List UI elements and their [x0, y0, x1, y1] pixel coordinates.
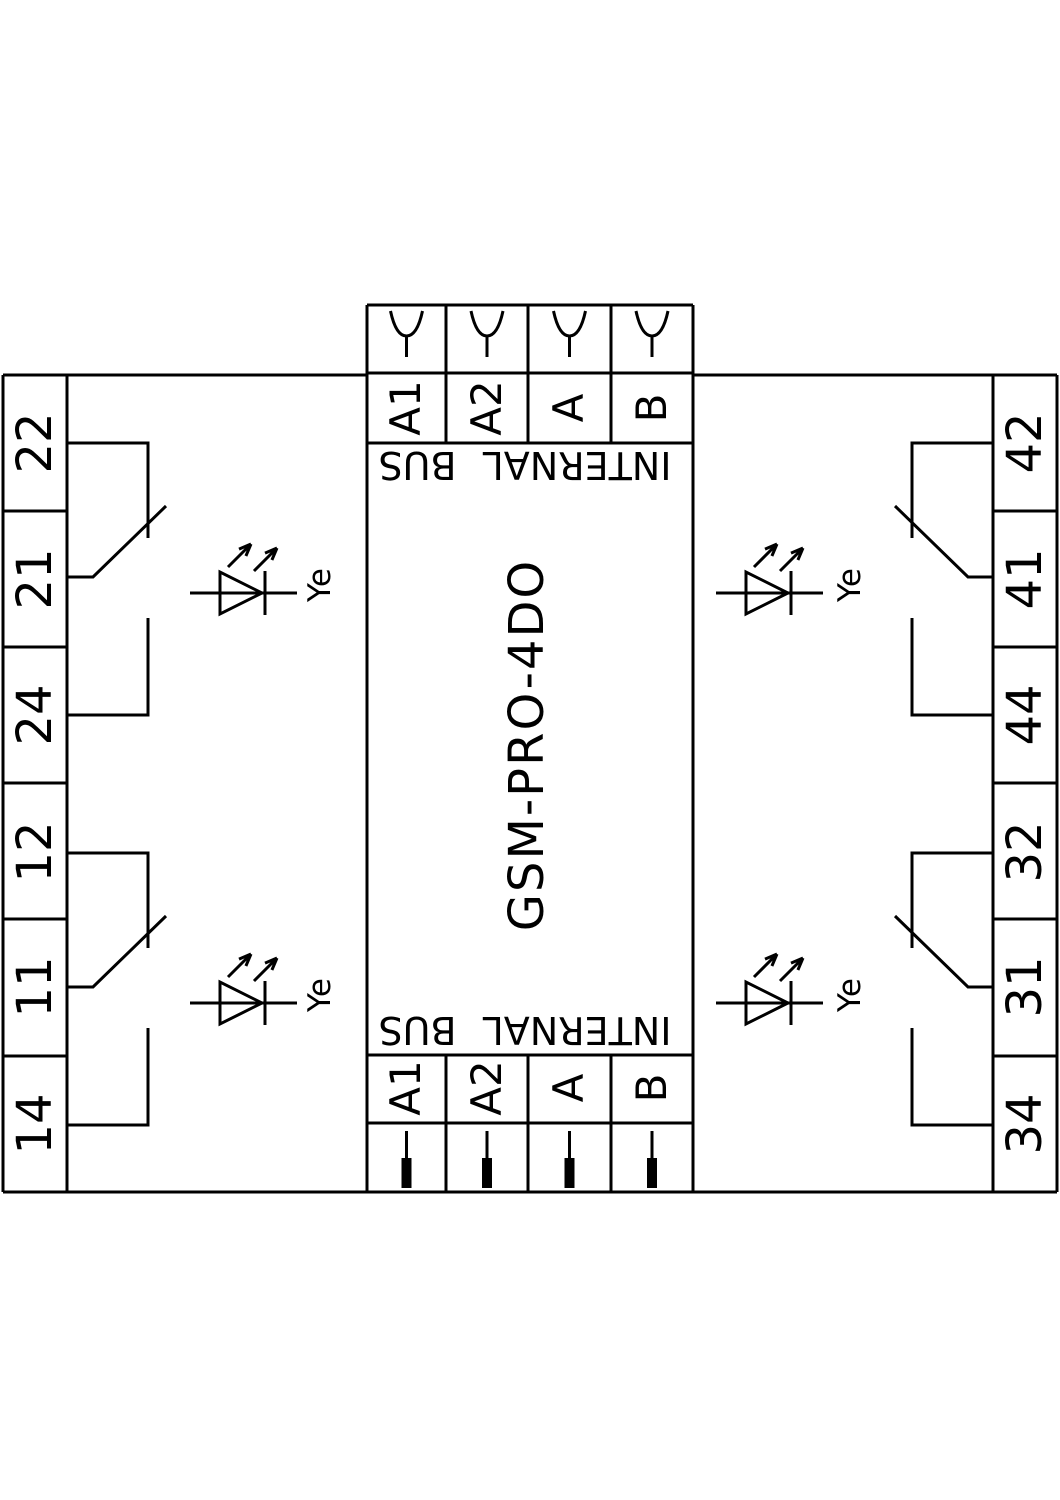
terminal-label-34: 34: [997, 1093, 1053, 1155]
internal-bus-caption-bottom: INTERNAL BUS: [378, 1008, 672, 1052]
changeover-contact-22-21-24: [66, 441, 168, 717]
bus-terminal-label-a1-bottom: A1: [381, 1060, 430, 1116]
terminal-label-31: 31: [997, 956, 1053, 1018]
left-terminal-grid: [3, 509, 67, 1058]
terminal-label-11: 11: [7, 956, 63, 1018]
socket-icon: [552, 309, 587, 359]
terminal-label-42: 42: [997, 412, 1053, 474]
right-terminal-grid: [993, 509, 1057, 1058]
socket-icon: [389, 309, 424, 359]
terminal-label-32: 32: [997, 821, 1053, 883]
led-label-ye-1: Ye: [301, 568, 338, 602]
changeover-contact-42-41-44: [893, 441, 995, 717]
plug-pin-icon: [645, 1129, 659, 1190]
led-icon: [714, 542, 825, 617]
plug-pin-icon: [563, 1129, 576, 1190]
internal-bus-block: [365, 303, 695, 1192]
terminal-label-24: 24: [7, 684, 63, 746]
led-label-ye-2: Ye: [831, 568, 868, 602]
bus-terminal-label-a-bottom: A: [544, 1073, 593, 1103]
device-title: GSM-PRO-4DO: [499, 558, 555, 932]
led-label-ye-4: Ye: [831, 978, 868, 1012]
bus-terminal-label-b-bottom: B: [627, 1073, 676, 1103]
changeover-contact-32-31-34: [893, 851, 995, 1127]
terminal-label-21: 21: [7, 548, 63, 610]
bus-terminal-label-a2-bottom: A2: [462, 1060, 511, 1116]
led-label-ye-3: Ye: [301, 978, 338, 1012]
terminal-label-14: 14: [7, 1093, 63, 1155]
terminal-label-12: 12: [7, 821, 63, 883]
changeover-contact-12-11-14: [66, 851, 168, 1127]
terminal-label-22: 22: [7, 412, 63, 474]
led-icon: [188, 542, 299, 617]
terminal-label-44: 44: [997, 684, 1053, 746]
led-icon: [188, 952, 299, 1027]
terminal-label-41: 41: [997, 548, 1053, 610]
internal-bus-caption-top: INTERNAL BUS: [378, 443, 672, 487]
plug-pin-icon: [480, 1129, 494, 1190]
plug-pin-icon: [400, 1129, 413, 1190]
socket-icon: [634, 309, 670, 359]
socket-icon: [469, 309, 505, 359]
